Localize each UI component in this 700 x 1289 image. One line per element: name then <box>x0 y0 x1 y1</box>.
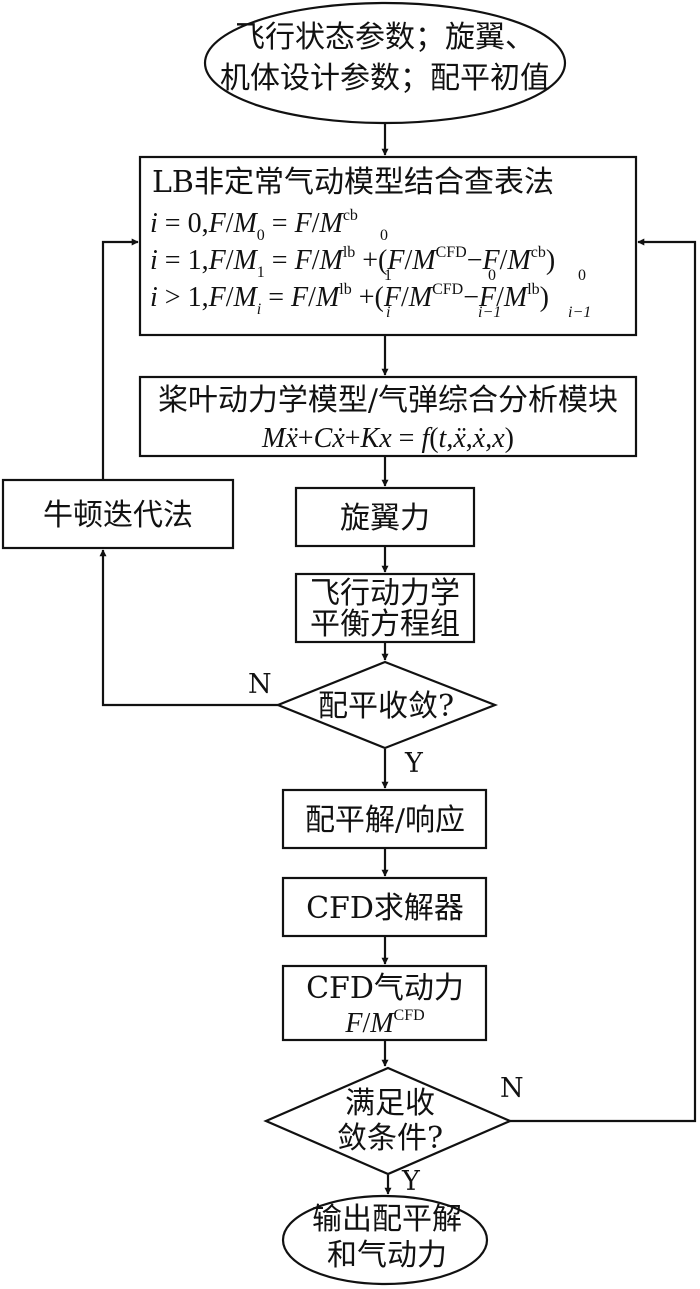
convergence-label-line2: 敛条件? <box>337 1121 443 1156</box>
convergence-decision: 满足收 敛条件? <box>263 1066 513 1176</box>
trim-yes-label: Y <box>404 748 424 779</box>
formula-igt1-sub-b: i−1 <box>478 304 501 321</box>
formula-i0: i = 0,F/M0 = F/Mcb <box>150 207 358 244</box>
blade-dynamics-equation: Mẍ+Cẋ+Kx = f(t,ẍ,ẋ,x) <box>261 423 514 454</box>
blade-dynamics-title: 桨叶动力学模型/气弹综合分析模块 <box>158 383 618 418</box>
cfd-force-formula: F/MCFD <box>344 1007 424 1039</box>
formula-i1-sub-b: 0 <box>488 267 496 284</box>
arrow-trim-no-to-newton <box>99 549 278 707</box>
flight-dynamics-line1: 飞行动力学 <box>310 576 460 611</box>
arrow-newton-to-lb <box>101 238 139 480</box>
trim-response-label: 配平解/响应 <box>305 803 465 838</box>
formula-i-gt-1: i > 1,F/Mi = F/Mlb +(F/MCFD−F/Mlb) <box>150 281 549 318</box>
end-node: 输出配平解 和气动力 <box>281 1194 489 1286</box>
trim-response-node: 配平解/响应 <box>281 788 488 850</box>
cfd-solver-box <box>281 876 488 938</box>
flight-dynamics-box <box>294 572 476 644</box>
newton-iteration-box <box>1 478 235 550</box>
trim-response-box <box>281 788 488 850</box>
start-label-line1: 飞行状态参数；旋翼、 <box>235 20 535 55</box>
rotor-force-node: 旋翼力 <box>294 486 476 548</box>
blade-dynamics-box <box>138 375 638 458</box>
trim-convergence-diamond <box>275 660 499 750</box>
convergence-diamond <box>263 1066 513 1176</box>
cfd-solver-label: CFD求解器 <box>306 891 464 926</box>
connectors <box>99 124 697 1195</box>
blade-dynamics-node: 桨叶动力学模型/气弹综合分析模块 Mẍ+Cẋ+Kx = f(t,ẍ,ẋ,x) <box>138 375 638 458</box>
start-ellipse <box>203 1 567 125</box>
rotor-force-label: 旋翼力 <box>340 501 430 536</box>
lb-model-title: LB非定常气动模型结合查表法 <box>152 165 554 200</box>
cfd-force-node: CFD气动力 F/MCFD <box>281 964 488 1042</box>
cfd-force-line1: CFD气动力 <box>306 971 464 1006</box>
lb-model-box <box>138 155 638 337</box>
arrow-convergence-no-to-lb <box>510 238 697 1123</box>
convergence-no-label: N <box>500 1073 524 1104</box>
newton-iteration-label: 牛顿迭代法 <box>43 498 193 533</box>
formula-igt1-sub-c: i−1 <box>568 304 591 321</box>
start-label-line2: 机体设计参数；配平初值 <box>220 61 550 96</box>
end-ellipse <box>281 1194 489 1286</box>
flight-dynamics-line2: 平衡方程组 <box>310 607 460 642</box>
convergence-yes-label: Y <box>401 1166 421 1197</box>
flight-dynamics-node: 飞行动力学 平衡方程组 <box>294 572 476 644</box>
formula-i1-sub-c: 0 <box>578 267 586 284</box>
lb-model-node: LB非定常气动模型结合查表法 i = 0,F/M0 = F/Mcb 0 i = … <box>138 155 638 337</box>
start-node: 飞行状态参数；旋翼、 机体设计参数；配平初值 <box>203 1 567 125</box>
formula-i1-sub-a: 1 <box>384 267 392 284</box>
formula-igt1-sub-a: i <box>386 304 390 321</box>
newton-iteration-node: 牛顿迭代法 <box>1 478 235 550</box>
end-label-line2: 和气动力 <box>327 1238 447 1273</box>
end-label-line1: 输出配平解 <box>312 1202 462 1237</box>
trim-convergence-decision: 配平收敛? <box>275 660 499 750</box>
cfd-force-box <box>281 964 488 1042</box>
formula-i0-sub: 0 <box>380 227 388 244</box>
trim-convergence-label: 配平收敛? <box>318 689 454 724</box>
formula-i1: i = 1,F/M1 = F/Mlb +(F/MCFD−F/Mcb) <box>150 244 555 281</box>
convergence-label-line1: 满足收 <box>345 1086 435 1121</box>
trim-no-label: N <box>248 669 272 700</box>
cfd-solver-node: CFD求解器 <box>281 876 488 938</box>
rotor-force-box <box>294 486 476 548</box>
